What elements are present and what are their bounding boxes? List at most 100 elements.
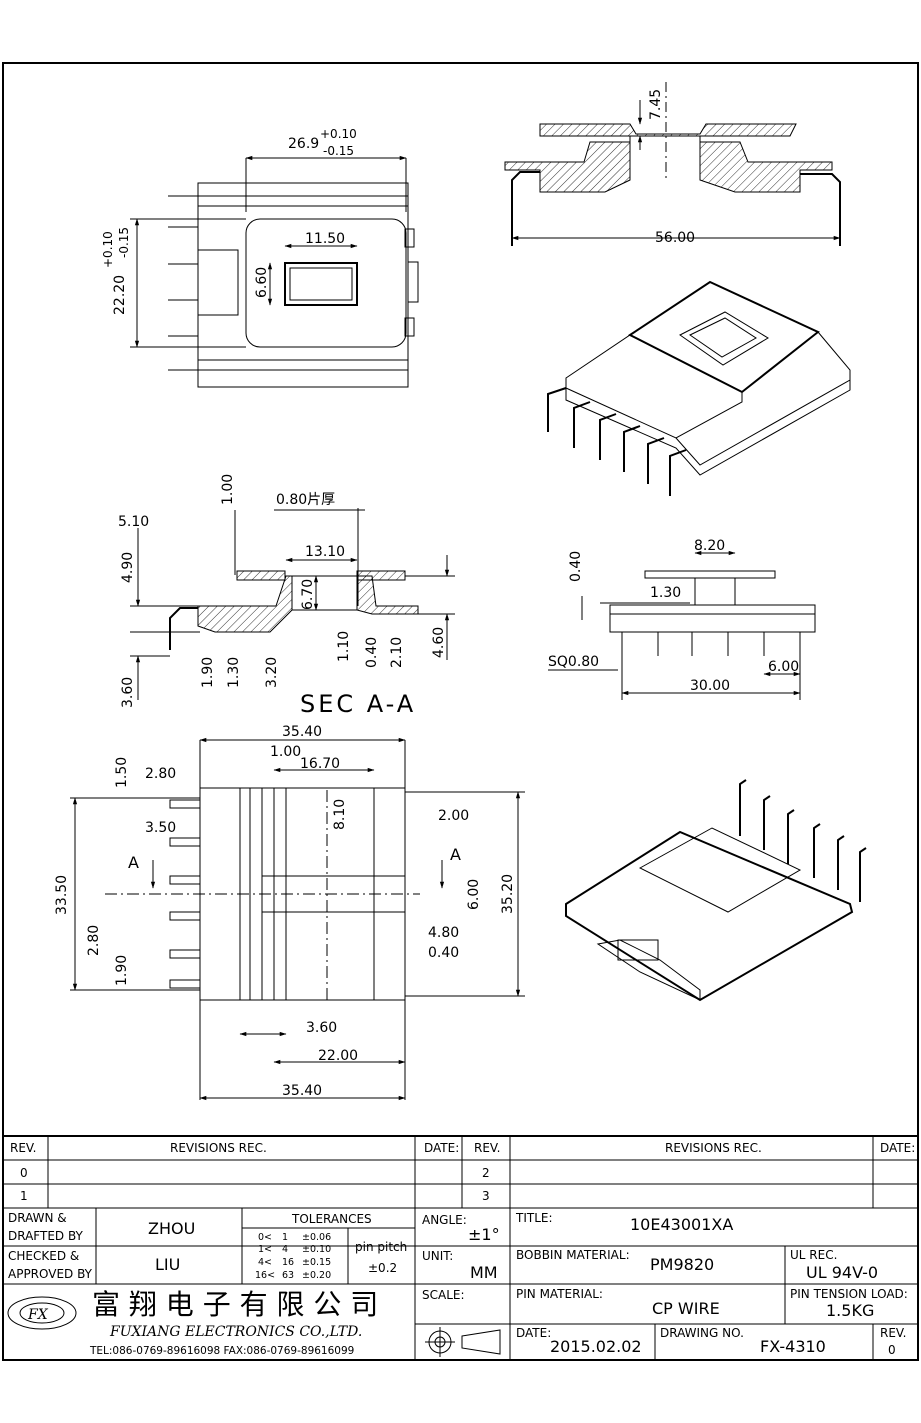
section-view: 1.00 0.80片厚 5.10 4.90 13.10 6.70 1.10 0.…: [118, 474, 455, 718]
section-mark-left: A: [128, 853, 139, 872]
pin-pitch-value: ±0.2: [368, 1261, 397, 1275]
dim-bot-8: 3.50: [145, 820, 176, 836]
section-title: SEC A-A: [300, 690, 416, 718]
tolerance-table: 0< 1 ±0.06 1< 4 ±0.10 4< 16 ±0.15 16< 63…: [255, 1232, 331, 1281]
dim-sec-6: 6.70: [300, 579, 316, 610]
dim-sec-2: 0.80片厚: [276, 492, 335, 508]
company-logo: FX: [7, 1296, 77, 1330]
svg-text:4<: 4<: [258, 1257, 272, 1268]
iso-pins-top: [547, 387, 687, 496]
dim-front-4: SQ0.80: [548, 654, 599, 670]
bobbin-material-value: PM9820: [650, 1255, 714, 1274]
checked-label-2: APPROVED BY: [8, 1267, 93, 1281]
iso-pins-bottom: [739, 779, 867, 902]
dim-front-6: 30.00: [690, 678, 730, 694]
dim-bot-16: 3.60: [306, 1020, 337, 1036]
checked-label-1: CHECKED &: [8, 1249, 79, 1263]
svg-text:±0.10: ±0.10: [302, 1244, 331, 1255]
date-value: 2015.02.02: [550, 1337, 642, 1356]
pin-material-value: CP WIRE: [652, 1299, 720, 1318]
svg-text:4: 4: [282, 1244, 288, 1255]
dim-bot-5: 2.80: [145, 766, 176, 782]
drawing-no-label: DRAWING NO.: [660, 1326, 744, 1340]
rev-header-left: REV.: [10, 1141, 36, 1155]
top-view: 26.9 +0.10 -0.15 11.50 6.60 22.20 +0.10 …: [101, 127, 419, 388]
svg-text:1: 1: [282, 1232, 288, 1243]
dim-bot-13: 4.80: [428, 925, 459, 941]
drawn-label-1: DRAWN &: [8, 1211, 67, 1225]
dim-bot-18: 35.40: [282, 1083, 322, 1099]
pin-tension-value: 1.5KG: [826, 1301, 874, 1320]
dim-sec-7: 1.10: [336, 631, 352, 662]
svg-text:±0.15: ±0.15: [302, 1257, 331, 1268]
dim-bot-11: 35.20: [500, 874, 516, 914]
rev-header-right: REV.: [474, 1141, 500, 1155]
angle-label: ANGLE:: [422, 1213, 467, 1227]
drawing-no-value: FX-4310: [760, 1337, 826, 1356]
dim-bot-12: 2.80: [86, 925, 102, 956]
svg-text:63: 63: [282, 1270, 294, 1281]
scale-label: SCALE:: [422, 1288, 465, 1302]
unit-value: MM: [470, 1263, 498, 1282]
dim-bot-15: 1.90: [114, 955, 130, 986]
projection-symbol-icon: [425, 1327, 501, 1357]
rev-label: REV.: [880, 1326, 906, 1340]
title-value: 10E43001XA: [630, 1215, 733, 1234]
ul-label: UL REC.: [790, 1248, 837, 1262]
dim-bot-4: 1.50: [114, 757, 130, 788]
dim-side-width: 56.00: [655, 230, 695, 246]
iso-view-bottom: [565, 779, 867, 1002]
rev-left-1: 1: [20, 1189, 28, 1203]
title-block: REV. REVISIONS REC. DATE: REV. REVISIONS…: [2, 1135, 919, 1361]
checked-by: LIU: [155, 1255, 180, 1274]
dim-top-width-tol-plus: +0.10: [320, 127, 357, 141]
drawn-label-2: DRAFTED BY: [8, 1229, 84, 1243]
svg-text:±0.20: ±0.20: [302, 1270, 331, 1281]
angle-value: ±1°: [468, 1225, 500, 1244]
unit-label: UNIT:: [422, 1249, 453, 1263]
pin-pitch-label: pin pitch: [355, 1240, 407, 1254]
rev-value: 0: [888, 1343, 896, 1357]
section-mark-right: A: [450, 845, 461, 864]
sheet-border: [2, 62, 919, 1361]
dim-sec-5: 13.10: [305, 544, 345, 560]
dim-sec-11: 1.90: [200, 657, 216, 688]
dim-bot-17: 22.00: [318, 1048, 358, 1064]
company-name-cn: 富 翔 电 子 有 限 公 司: [92, 1288, 378, 1321]
bottom-view: A A 35.40 1.00 16.70 1.50 2.80 8.10 2.00…: [54, 724, 525, 1101]
dim-top-height: 22.20: [112, 275, 128, 315]
dim-sec-8: 0.40: [364, 637, 380, 668]
rev-left-0: 0: [20, 1166, 28, 1180]
dim-window-height: 6.60: [254, 267, 270, 298]
dim-front-3: 1.30: [650, 585, 681, 601]
dim-bot-14: 0.40: [428, 945, 459, 961]
svg-text:16: 16: [282, 1257, 294, 1268]
top-pins: [168, 195, 239, 371]
svg-text:0<: 0<: [258, 1232, 272, 1243]
dim-bot-9: 33.50: [54, 875, 70, 915]
side-view: 7.45 56.00: [504, 82, 841, 246]
dim-side-height: 7.45: [648, 89, 664, 120]
dim-sec-13: 3.20: [264, 657, 280, 688]
dim-front-5: 6.00: [768, 659, 799, 675]
dim-sec-12: 1.30: [226, 657, 242, 688]
rev-right-2: 2: [482, 1166, 490, 1180]
date-label: DATE:: [516, 1326, 551, 1340]
rev-right-3: 3: [482, 1189, 490, 1203]
dim-bot-7: 2.00: [438, 808, 469, 824]
dim-top-height-tol-minus: -0.15: [117, 227, 131, 258]
dim-sec-14: 3.60: [120, 677, 136, 708]
dim-bot-1: 35.40: [282, 724, 322, 740]
revisions-header-right: REVISIONS REC.: [665, 1141, 762, 1155]
pin-material-label: PIN MATERIAL:: [516, 1287, 603, 1301]
iso-view-top: [547, 280, 851, 496]
front-pins: [621, 632, 801, 700]
dim-bot-6: 8.10: [332, 799, 348, 830]
date-header-left: DATE:: [424, 1141, 459, 1155]
dim-front-1: 8.20: [694, 538, 725, 554]
svg-text:1<: 1<: [258, 1244, 272, 1255]
dim-top-width: 26.9: [288, 136, 319, 152]
dim-bot-10: 6.00: [466, 879, 482, 910]
dim-sec-10: 4.60: [431, 627, 447, 658]
